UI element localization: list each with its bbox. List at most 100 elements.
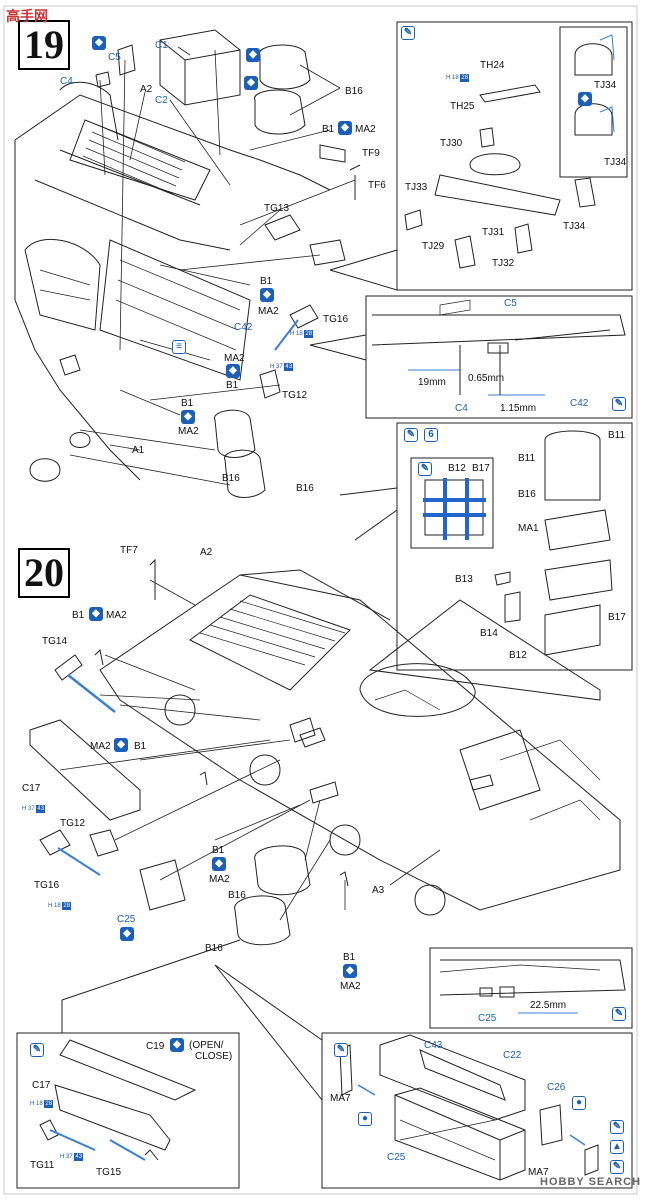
- label-open-close: (OPEN/: [189, 1040, 224, 1051]
- label-c5: C5: [108, 52, 121, 63]
- label-c42: C42: [570, 398, 589, 409]
- dimension-1-15mm: 1.15mm: [500, 403, 537, 414]
- glue-icon: ◆: [92, 36, 106, 50]
- label-a2: A2: [140, 84, 153, 95]
- label-tj30: TJ30: [440, 138, 463, 149]
- label-tf6: TF6: [368, 180, 386, 191]
- dimension-0-65mm: 0.65mm: [468, 373, 505, 384]
- label-b16: B16: [518, 489, 536, 500]
- paint-brush-icon: ✎: [610, 1160, 624, 1174]
- dimension-22-5mm: 22.5mm: [530, 1000, 567, 1011]
- label-b13: B13: [455, 574, 473, 585]
- paint-chip-h18: H 18 28: [446, 74, 470, 82]
- label-c4: C4: [60, 76, 73, 87]
- paint-chip-h18: H 18 28: [48, 902, 72, 910]
- paint-brush-icon: ✎: [610, 1120, 624, 1134]
- label-c22: C22: [503, 1050, 522, 1061]
- label-tg15: TG15: [96, 1167, 122, 1178]
- paint-brush-icon: ✎: [401, 26, 415, 40]
- label-b12: B12: [509, 650, 527, 661]
- label-tj34: TJ34: [604, 157, 627, 168]
- glue-icon: ◆: [170, 1038, 184, 1052]
- paint-brush-icon: ✎: [612, 1007, 626, 1021]
- glue-icon: ◆: [244, 76, 258, 90]
- label-th24: TH24: [480, 60, 505, 71]
- glue-icon: ◆: [246, 48, 260, 62]
- label-c17: C17: [22, 783, 41, 794]
- paint-chip-h37: H 37 43: [22, 805, 46, 813]
- label-c1: C1: [155, 40, 168, 51]
- label-c26: C26: [547, 1082, 566, 1093]
- glue-icon: ◆: [343, 964, 357, 978]
- cement-drop-icon: ●: [358, 1112, 372, 1126]
- label-ma2: MA2: [106, 610, 127, 621]
- label-c25: C25: [478, 1013, 497, 1024]
- label-tg14: TG14: [42, 636, 68, 647]
- flip-icon: ▲: [610, 1140, 624, 1154]
- paint-chip-h18: H 18 28: [290, 330, 314, 338]
- label-b16: B16: [205, 943, 223, 954]
- label-b1: B1: [226, 380, 239, 391]
- label-ma2: MA2: [340, 981, 361, 992]
- glue-icon: ◆: [260, 288, 274, 302]
- label-ma2: MA2: [224, 353, 245, 364]
- label-c2: C2: [155, 95, 168, 106]
- label-ma2: MA2: [178, 426, 199, 437]
- label-b11: B11: [608, 430, 626, 441]
- label-b16: B16: [222, 473, 240, 484]
- label-tj29: TJ29: [422, 241, 445, 252]
- glue-icon: ◆: [120, 927, 134, 941]
- glue-icon: ◆: [212, 857, 226, 871]
- label-tg12: TG12: [282, 390, 308, 401]
- step-20-number: 20: [18, 548, 70, 598]
- label-b1: B1: [343, 952, 356, 963]
- label-b1: B1: [181, 398, 194, 409]
- label-c25: C25: [117, 914, 136, 925]
- label-ma2: MA2: [258, 306, 279, 317]
- paint-chip-h18: H 18 28: [30, 1100, 54, 1108]
- label-open-close-2: CLOSE): [195, 1051, 233, 1062]
- paint-brush-icon: ✎: [30, 1043, 44, 1057]
- paint-brush-icon: ✎: [334, 1043, 348, 1057]
- label-tg16: TG16: [34, 880, 60, 891]
- label-ma2: MA2: [90, 741, 111, 752]
- label-b12: B12: [448, 463, 466, 474]
- label-tg16: TG16: [323, 314, 349, 325]
- label-b17: B17: [608, 612, 626, 623]
- label-a3: A3: [372, 885, 385, 896]
- glue-icon: ◆: [89, 607, 103, 621]
- label-b11: B11: [518, 453, 536, 464]
- paint-chip-h37: H 37 43: [270, 363, 294, 371]
- label-c25: C25: [387, 1152, 406, 1163]
- top-watermark: 高手网: [6, 8, 48, 24]
- label-ma1: MA1: [518, 523, 539, 534]
- label-ma2: MA2: [355, 124, 376, 135]
- label-ma2: MA2: [209, 874, 230, 885]
- label-tf9: TF9: [362, 148, 380, 159]
- label-b1: B1: [72, 610, 85, 621]
- glue-icon: ◆: [181, 410, 195, 424]
- label-b1: B1: [212, 845, 225, 856]
- label-b1: B1: [260, 276, 273, 287]
- label-c4: C4: [455, 403, 468, 414]
- label-tj34: TJ34: [563, 221, 586, 232]
- footer-watermark: HOBBY SEARCH: [540, 1176, 642, 1188]
- label-c43: C43: [424, 1040, 443, 1051]
- label-b1: B1: [322, 124, 335, 135]
- dimension-19mm: 19mm: [418, 377, 446, 388]
- cement-drop-icon: ●: [572, 1096, 586, 1110]
- glue-icon: ◆: [114, 738, 128, 752]
- label-c19: C19: [146, 1041, 165, 1052]
- label-c42: C42: [234, 322, 253, 333]
- label-tg13: TG13: [264, 203, 290, 214]
- label-b17: B17: [472, 463, 490, 474]
- label-tj31: TJ31: [482, 227, 505, 238]
- glue-icon: ◆: [338, 121, 352, 135]
- label-b1: B1: [134, 741, 147, 752]
- pattern-icon: ≡: [172, 340, 186, 354]
- label-th25: TH25: [450, 101, 475, 112]
- label-c5: C5: [504, 298, 517, 309]
- paint-brush-icon: ✎: [612, 397, 626, 411]
- paint-chip-h37: H 37 43: [60, 1153, 84, 1161]
